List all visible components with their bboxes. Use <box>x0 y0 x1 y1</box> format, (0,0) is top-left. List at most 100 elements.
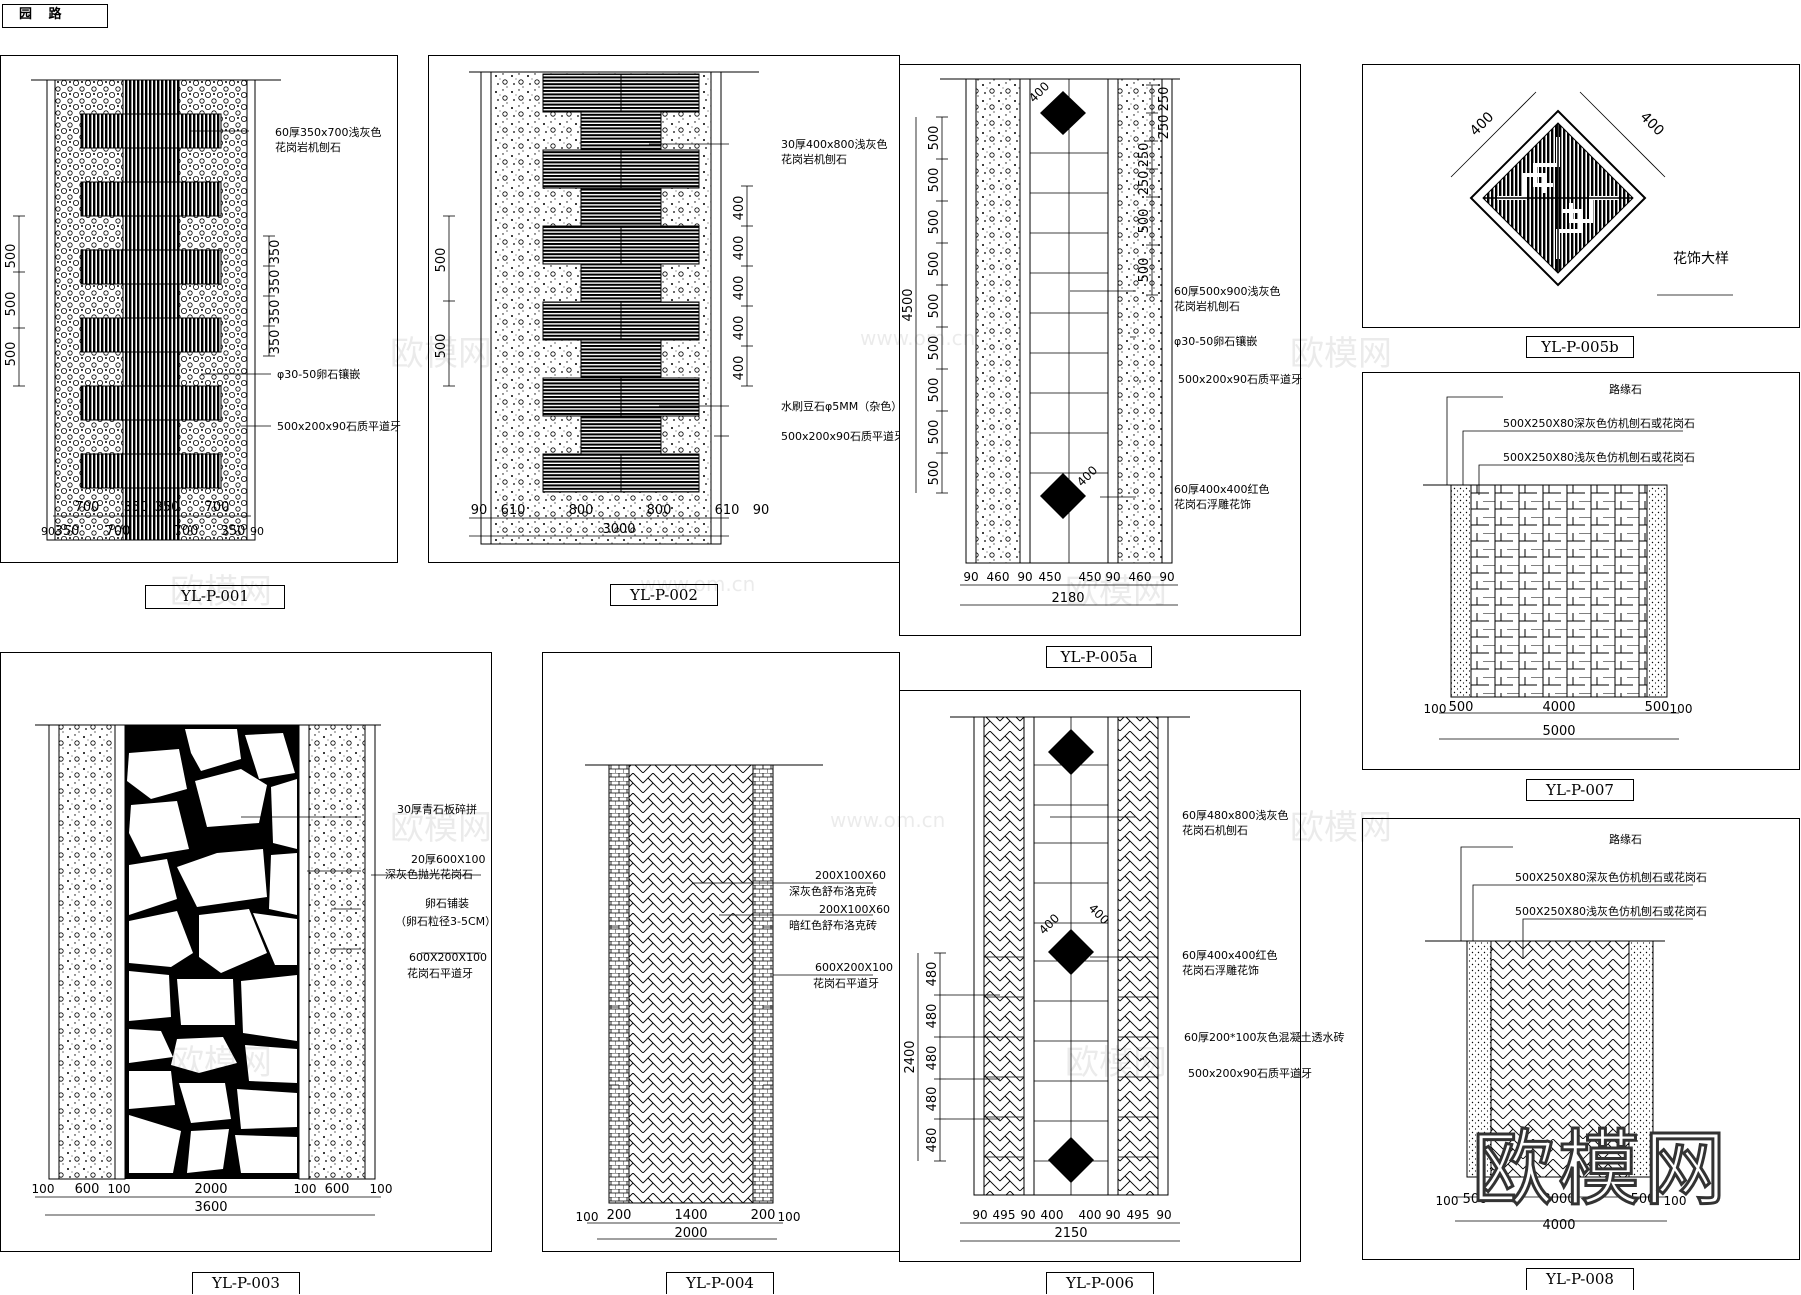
dim-right-1: 250 <box>1157 87 1172 112</box>
dim-left-total: 4500 <box>901 288 916 321</box>
note-1: 路缘石 <box>1609 833 1642 846</box>
note-3: 水刷豆石φ5MM（杂色） <box>781 399 902 413</box>
plan-p001: 500 500 500 350 350 350 350 700 350 350 … <box>4 79 401 541</box>
note-1: 30厚400x800浅灰色 <box>781 137 888 151</box>
note-1: 路缘石 <box>1609 383 1642 396</box>
dim-bottom1-1: 100 <box>1436 1194 1459 1208</box>
dim-bottom2-3: 700 <box>106 524 131 539</box>
note-1: 60厚500x900浅灰色 <box>1174 284 1281 298</box>
code-label-p003: YL-P-003 <box>192 1272 300 1294</box>
dim-bottom1-5: 100 <box>778 1210 801 1224</box>
dim-right-5: 400 <box>732 356 747 381</box>
dim-left-1: 480 <box>925 962 940 987</box>
plan-p005a: 500 500 500 500 500 500 500 500 500 4500… <box>901 78 1302 606</box>
dim-left-2: 500 <box>927 168 942 193</box>
note-1: 200X100X60 <box>815 869 886 882</box>
dim-bottom1-1: 90 <box>972 1208 987 1222</box>
note-2: 深灰色舒布洛克砖 <box>789 884 877 898</box>
code-label-p006: YL-P-006 <box>1046 1272 1154 1294</box>
dim-left-5: 500 <box>927 294 942 319</box>
note-5: 60厚400x400红色 <box>1174 482 1270 496</box>
drawing-frame-p008: 100 500 3000 500 100 4000 路缘石 500X250X80… <box>1362 818 1800 1260</box>
dim-bottom1-3: 3000 <box>1542 1192 1575 1207</box>
dim-bottom1-4: 800 <box>647 503 672 518</box>
note-6: 花岗石平道牙 <box>813 976 879 990</box>
dim-bottom2-2: 350 <box>55 524 80 539</box>
dim-left-4: 500 <box>927 252 942 277</box>
dim-bottom1-2: 500 <box>1449 700 1474 715</box>
note-4: 卵石铺装 <box>425 897 469 910</box>
dim-left-4: 480 <box>925 1087 940 1112</box>
dim-bottom1-4: 700 <box>205 500 230 515</box>
note-3: 500X250X80浅灰色仿机刨石或花岗石 <box>1515 904 1707 918</box>
dim-bottom1-6: 90 <box>1105 1208 1120 1222</box>
drawing-frame-p005b: 400 400 花饰大样 <box>1362 64 1800 328</box>
dim-bottom1-2: 350 <box>124 500 149 515</box>
dim-right-3: 350 <box>268 300 283 325</box>
dim-bottom1-7: 100 <box>370 1182 393 1196</box>
dim-right-3: 400 <box>732 276 747 301</box>
plan-p006: 480 480 480 480 480 2400 400 400 90 495 … <box>903 716 1345 1242</box>
dim-bottom1-4: 200 <box>751 1208 776 1223</box>
dim-left-2: 480 <box>925 1004 940 1029</box>
note-4: 500x200x90石质平道牙 <box>1178 372 1302 386</box>
note-2: 花岗石机刨石 <box>1182 823 1248 837</box>
dim-total: 4000 <box>1542 1218 1575 1233</box>
dim-bottom1-5: 610 <box>715 503 740 518</box>
note-2: 500X250X80深灰色仿机刨石或花岗石 <box>1515 870 1707 884</box>
ornament-detail: 400 400 花饰大样 <box>1450 91 1733 296</box>
note-5: 60厚200*100灰色混凝土透水砖 <box>1184 1030 1345 1044</box>
note-4: 暗红色舒布洛克砖 <box>789 918 877 932</box>
dim-bottom1-2: 600 <box>75 1182 100 1197</box>
note-2: 花岗岩机刨石 <box>275 140 341 154</box>
note-6: 600X200X100 <box>409 951 487 964</box>
dim-bottom1-5: 100 <box>1670 702 1693 716</box>
dim-bottom1-3: 90 <box>1020 1208 1035 1222</box>
dim-right-4: 250 <box>1137 171 1152 196</box>
dim-bottom1-6: 90 <box>1105 570 1120 584</box>
note-4: 花岗石浮雕花饰 <box>1182 963 1259 977</box>
dim-right-4: 350 <box>268 330 283 355</box>
dim-bottom2-6: 90 <box>250 525 264 538</box>
plan-p002: 500 500 400 400 400 400 400 90 610 800 8… <box>434 71 905 545</box>
dim-bottom1-3: 100 <box>108 1182 131 1196</box>
code-label-p002: YL-P-002 <box>610 584 718 606</box>
note-3: 深灰色抛光花岗石 <box>385 867 473 881</box>
dim-bottom1-7: 495 <box>1127 1208 1150 1222</box>
note-1: 60厚480x800浅灰色 <box>1182 808 1289 822</box>
dim-left-8: 500 <box>927 420 942 445</box>
dim-bottom2-4: 700 <box>174 524 199 539</box>
dim-bottom1-1: 90 <box>471 503 488 518</box>
dim-bottom1-3: 1400 <box>674 1208 707 1223</box>
dim-right-1: 400 <box>732 196 747 221</box>
dim-bottom1-4: 500 <box>1645 700 1670 715</box>
dim-left-3: 500 <box>927 210 942 235</box>
dim-bottom1-1: 100 <box>32 1182 55 1196</box>
dim-right-5: 500 <box>1137 209 1152 234</box>
dim-left-3: 480 <box>925 1046 940 1071</box>
ornament-caption: 花饰大样 <box>1673 251 1729 267</box>
drawing-frame-p007: 100 500 4000 500 100 5000 路缘石 500X250X80… <box>1362 372 1800 770</box>
dim-bottom1-8: 90 <box>1159 570 1174 584</box>
dim-bottom1-3: 90 <box>1017 570 1032 584</box>
dim-bottom2-1: 90 <box>41 525 55 538</box>
dim-bottom1-5: 400 <box>1079 1208 1102 1222</box>
note-6: 500x200x90石质平道牙 <box>1188 1066 1312 1080</box>
dim-bottom1-2: 610 <box>501 503 526 518</box>
plan-p003: 100 600 100 2000 100 600 100 3600 30厚青石板… <box>32 724 496 1216</box>
dim-total: 2000 <box>674 1226 707 1241</box>
dim-right: 400 <box>1637 109 1667 139</box>
note-3: φ30-50卵石镶嵌 <box>1174 334 1257 348</box>
note-1: 30厚青石板碎拼 <box>397 802 477 816</box>
drawing-frame-p003: 100 600 100 2000 100 600 100 3600 30厚青石板… <box>0 652 496 1252</box>
dim-left-1: 500 <box>4 244 19 269</box>
dim-total: 2180 <box>1051 591 1084 606</box>
dim-right-2: 250 <box>1157 115 1172 140</box>
dim-left-5: 480 <box>925 1128 940 1153</box>
plan-p004: 100 200 1400 200 100 2000 200X100X60 深灰色… <box>576 764 893 1241</box>
dim-right-1: 350 <box>268 240 283 265</box>
note-6: 花岗石浮雕花饰 <box>1174 497 1251 511</box>
dim-bottom1-3: 350 <box>155 500 180 515</box>
dim-left-2: 500 <box>434 334 449 359</box>
note-2: 花岗岩机刨石 <box>1174 299 1240 313</box>
